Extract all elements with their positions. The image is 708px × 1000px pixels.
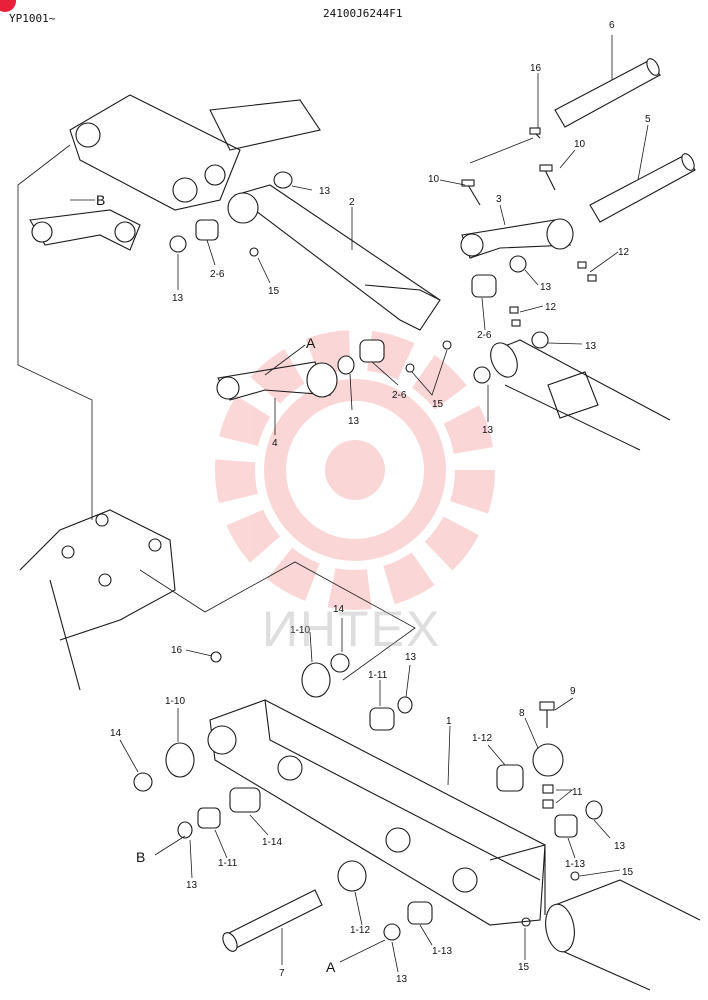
callout-14: 14 bbox=[333, 604, 345, 615]
callout-2-6: 2-6 bbox=[210, 269, 225, 280]
callout-1: 1 bbox=[446, 716, 452, 727]
watermark-gear-icon bbox=[215, 330, 495, 610]
callout-13: 13 bbox=[482, 425, 494, 436]
callout-16: 16 bbox=[171, 645, 183, 656]
bolt-9 bbox=[539, 701, 555, 728]
callout-14: 14 bbox=[110, 728, 122, 739]
callout-1-14: 1-14 bbox=[262, 837, 282, 848]
callout-12: 12 bbox=[618, 247, 630, 258]
callout-11: 11 bbox=[572, 787, 583, 798]
callout-13: 13 bbox=[172, 293, 184, 304]
nuts-11 bbox=[542, 784, 554, 809]
link-b bbox=[29, 209, 141, 251]
callout-12: 12 bbox=[545, 302, 557, 313]
callout-b: B bbox=[136, 849, 145, 865]
grease-fittings-15 bbox=[249, 247, 580, 927]
callout-1-10: 1-10 bbox=[165, 696, 185, 707]
callout-13: 13 bbox=[396, 974, 408, 985]
connector-lines bbox=[17, 137, 534, 681]
pin-5 bbox=[589, 153, 696, 223]
link-a-4 bbox=[216, 361, 338, 401]
bushing-2-6b bbox=[359, 339, 385, 363]
mount-bracket bbox=[19, 509, 176, 691]
callout-6: 6 bbox=[609, 20, 615, 31]
callout-8: 8 bbox=[519, 708, 525, 719]
callout-13: 13 bbox=[348, 416, 360, 427]
callout-9: 9 bbox=[570, 686, 576, 697]
callout-10: 10 bbox=[428, 174, 440, 185]
part-number: 24100J6244F1 bbox=[323, 7, 403, 20]
callout-labels: 6 16 10 10 5 3 2 13 B 13 2-6 15 13 12 12… bbox=[96, 20, 651, 985]
callout-7: 7 bbox=[279, 968, 285, 979]
callout-1-12: 1-12 bbox=[350, 925, 370, 936]
washers-13 bbox=[133, 171, 603, 941]
callout-5: 5 bbox=[645, 114, 651, 125]
pin-7 bbox=[222, 889, 323, 952]
callout-2: 2 bbox=[349, 197, 355, 208]
corner-badge bbox=[0, 0, 16, 12]
callout-2-6: 2-6 bbox=[477, 330, 492, 341]
callout-1-12: 1-12 bbox=[472, 733, 492, 744]
callout-16: 16 bbox=[530, 63, 542, 74]
callout-13: 13 bbox=[186, 880, 198, 891]
callout-13: 13 bbox=[319, 186, 331, 197]
boom-tube-upper bbox=[490, 339, 671, 451]
watermark-text: ИНТЕХ bbox=[262, 601, 442, 657]
callout-15: 15 bbox=[268, 286, 280, 297]
callout-a: A bbox=[306, 335, 316, 351]
callout-1-13: 1-13 bbox=[432, 946, 452, 957]
main-arm-1 bbox=[207, 699, 546, 926]
link-3 bbox=[460, 218, 574, 259]
callout-13: 13 bbox=[540, 282, 552, 293]
arm-2 bbox=[227, 184, 441, 331]
callout-a: A bbox=[326, 959, 336, 975]
callout-4: 4 bbox=[272, 438, 278, 449]
callout-2-6: 2-6 bbox=[392, 390, 407, 401]
callout-1-10: 1-10 bbox=[290, 625, 310, 636]
callout-13: 13 bbox=[614, 841, 626, 852]
grease-fitting-16b bbox=[210, 651, 222, 663]
callout-13: 13 bbox=[405, 652, 417, 663]
callout-10: 10 bbox=[574, 139, 586, 150]
callout-1-11: 1-11 bbox=[218, 858, 238, 869]
callout-15: 15 bbox=[518, 962, 530, 973]
nuts-12 bbox=[509, 261, 597, 327]
bushing-2-6a bbox=[195, 219, 219, 241]
pin-6 bbox=[554, 58, 661, 128]
bolts-10-16 bbox=[461, 127, 556, 206]
callout-1-11: 1-11 bbox=[368, 670, 388, 681]
callout-15: 15 bbox=[432, 399, 444, 410]
callout-15: 15 bbox=[622, 867, 634, 878]
boom-tube-lower bbox=[545, 879, 701, 991]
model-label: YP1001~ bbox=[9, 12, 56, 25]
bushings-1-series bbox=[165, 662, 578, 925]
callout-1-13: 1-13 bbox=[565, 859, 585, 870]
callout-13: 13 bbox=[585, 341, 597, 352]
leader-lines bbox=[70, 35, 649, 973]
callout-3: 3 bbox=[496, 194, 502, 205]
left-link-bracket bbox=[69, 94, 321, 211]
callout-b: B bbox=[96, 192, 105, 208]
bushing-2-6c bbox=[471, 274, 497, 298]
